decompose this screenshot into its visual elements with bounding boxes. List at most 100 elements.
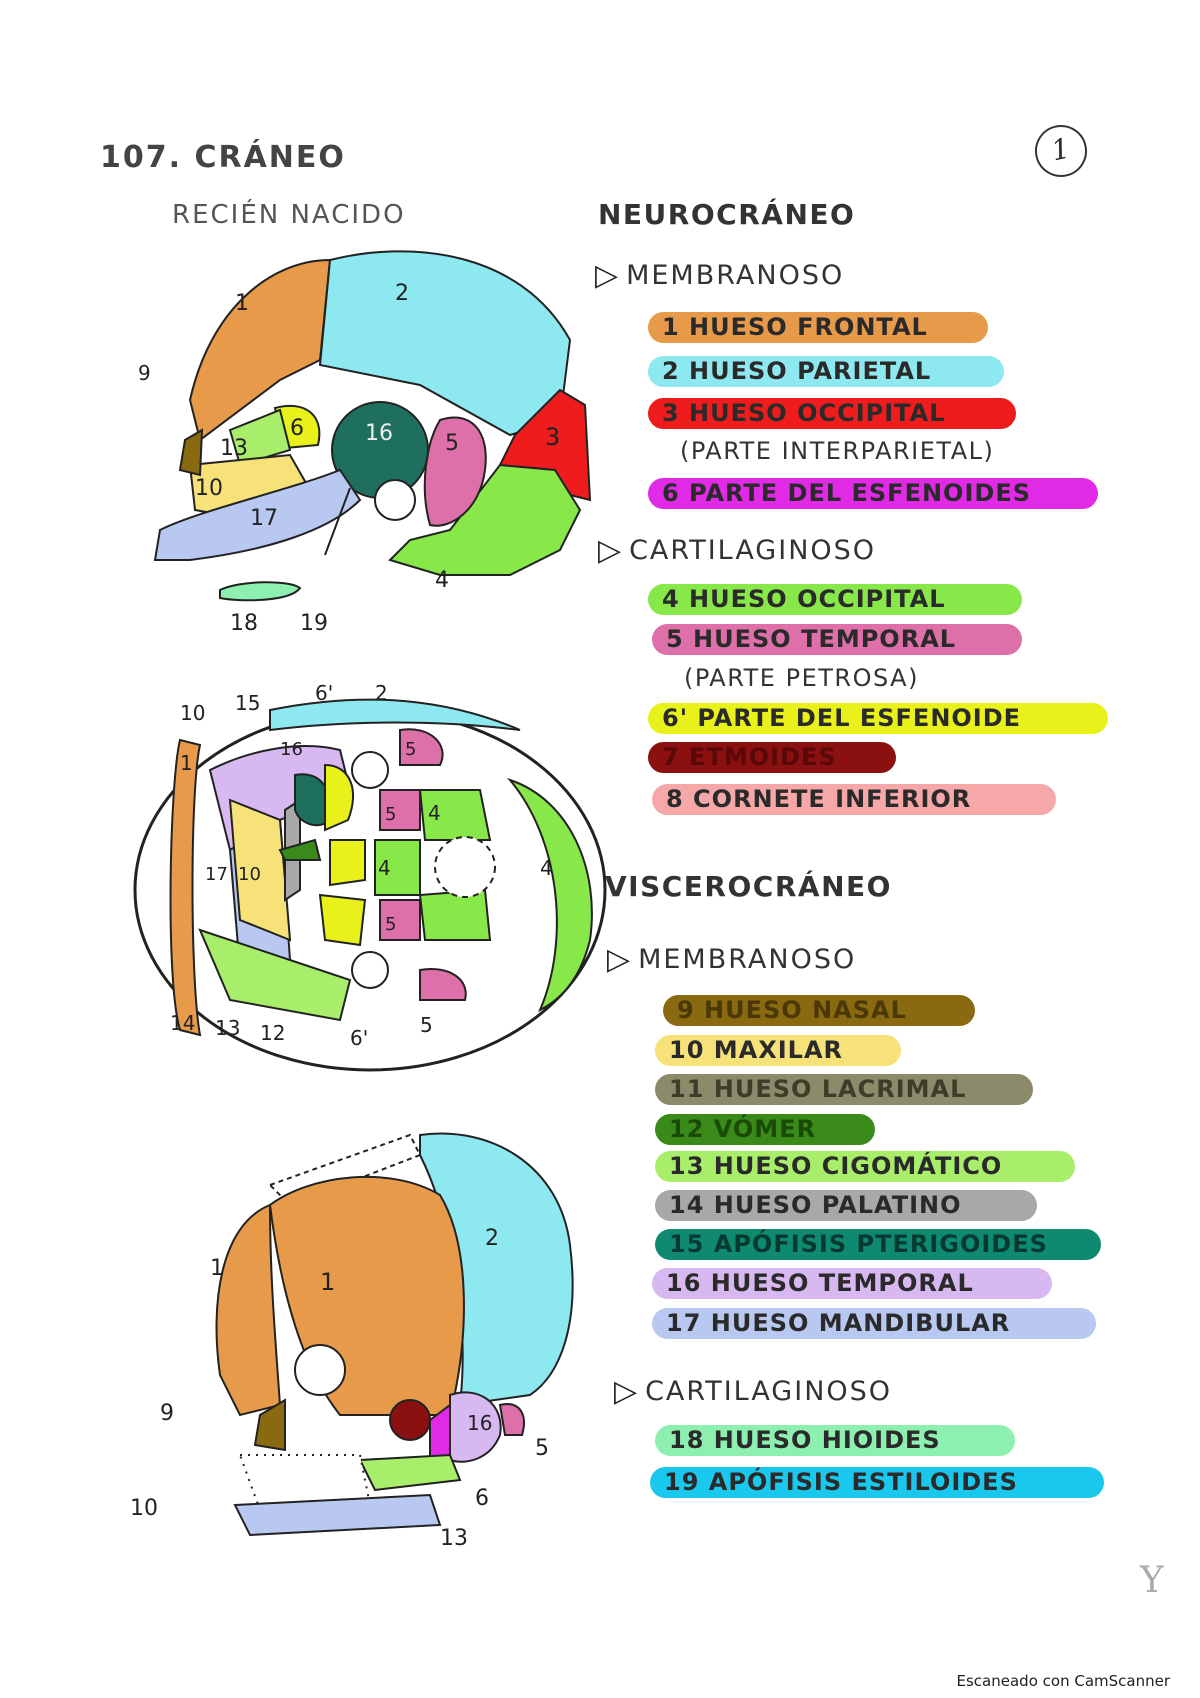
page-number: 1	[1030, 120, 1092, 182]
legend-item-13: 13 HUESO CIGOMÁTICO	[655, 1151, 1075, 1182]
inferior-label-17: 17	[205, 864, 228, 885]
legend-item-19: 19 APÓFISIS ESTILOIDES	[650, 1467, 1104, 1498]
lateral-label-4: 4	[435, 568, 449, 593]
lateral-label-2: 2	[395, 281, 409, 306]
frontal-label-13: 13	[440, 1526, 468, 1551]
inferior-label-14: 14	[170, 1011, 195, 1035]
temporal-petrous-mid	[379, 789, 421, 831]
frontal-label-1a: 1	[210, 1256, 224, 1281]
frontal-label-2: 2	[485, 1226, 499, 1251]
legend-item-6: 6 PARTE DEL ESFENOIDES	[648, 478, 1098, 509]
lateral-label-16: 16	[365, 421, 393, 446]
zygomatic-bone	[358, 1453, 462, 1492]
inferior-label-5a: 5	[405, 739, 416, 760]
skull-lateral-view: 1 2 3 4 5 6 9 10 13 16 17 18 19	[138, 250, 592, 636]
inferior-label-1: 1	[180, 751, 193, 775]
inferior-label-5c: 5	[385, 914, 396, 935]
legend-note-petrosa: (PARTE PETROSA)	[684, 664, 919, 692]
lateral-label-1: 1	[235, 291, 249, 316]
legend-item-15: 15 APÓFISIS PTERIGOIDES	[655, 1229, 1101, 1260]
lateral-label-5: 5	[445, 431, 459, 456]
zygomatic-bone	[198, 928, 352, 1022]
frontal-label-1b: 1	[320, 1268, 335, 1296]
visc-membranoso-heading: ▷ MEMBRANOSO	[607, 942, 856, 977]
inferior-label-10-mid: 10	[238, 864, 261, 885]
legend-item-12: 12 VÓMER	[655, 1114, 875, 1145]
temporal-squama	[449, 1391, 502, 1463]
foramen-upper	[351, 751, 389, 789]
legend-item-1: 1 HUESO FRONTAL	[648, 312, 988, 343]
sphenoid-body	[324, 763, 355, 832]
triangle-right-icon: ▷	[598, 533, 624, 568]
frontal-label-5: 5	[535, 1436, 549, 1461]
occipital-lateral-upper	[418, 789, 492, 841]
inferior-label-4a: 4	[428, 801, 441, 825]
legend-item-2: 2 HUESO PARIETAL	[648, 356, 1004, 387]
temporal-petrous-upper	[399, 728, 444, 766]
sphenoid-lesser	[329, 839, 366, 887]
ethmoid-bone	[389, 1399, 431, 1441]
legend-item-5: 5 HUESO TEMPORAL	[652, 624, 1022, 655]
inferior-label-4c: 4	[540, 856, 553, 880]
frontal-label-10: 10	[130, 1496, 158, 1521]
neurocraneo-heading: NEUROCRÁNEO	[598, 198, 856, 231]
inferior-label-10-top: 10	[180, 701, 205, 725]
frontal-bone	[188, 258, 332, 442]
visc-cartilaginoso-heading: ▷ CARTILAGINOSO	[614, 1374, 892, 1409]
neuro-cartilaginoso-heading: ▷ CARTILAGINOSO	[598, 533, 876, 568]
occipital-lateral-lower	[418, 888, 492, 941]
orbit-left	[294, 1344, 346, 1396]
mandible	[233, 1493, 442, 1537]
mandible	[153, 468, 362, 561]
inferior-label-4b: 4	[378, 856, 391, 880]
viscerocraneo-heading: VISCEROCRÁNEO	[605, 870, 892, 903]
legend-item-18: 18 HUESO HIOIDES	[655, 1425, 1015, 1456]
legend-item-10: 10 MAXILAR	[655, 1035, 901, 1066]
legend-item-3: 3 HUESO OCCIPITAL	[648, 398, 1016, 429]
visc-membranoso-label: MEMBRANOSO	[638, 944, 857, 975]
hyoid-bone	[219, 581, 302, 602]
frontal-label-9: 9	[160, 1401, 174, 1426]
occipital-squama	[506, 777, 593, 1013]
temporal-petrous-bottom	[419, 968, 467, 1001]
frontal-label-6: 6	[475, 1486, 489, 1511]
zygomatic-bone	[228, 408, 292, 467]
lateral-label-6: 6	[290, 416, 304, 441]
lateral-label-17: 17	[250, 506, 278, 531]
triangle-right-icon: ▷	[595, 258, 621, 293]
frontal-label-16: 16	[467, 1411, 492, 1435]
legend-item-17: 17 HUESO MANDIBULAR	[652, 1308, 1096, 1339]
page-subtitle: RECIÉN NACIDO	[172, 200, 406, 230]
legend-item-11: 11 HUESO LACRIMAL	[655, 1074, 1033, 1105]
lateral-label-10: 10	[195, 476, 223, 501]
lateral-label-13: 13	[220, 436, 248, 461]
corner-mark: Y	[1140, 1560, 1164, 1601]
maxilla	[228, 798, 292, 942]
foramen-magnum	[434, 836, 496, 898]
skull-anterolateral-view: 1 1 2 5 6 9 10 13 16	[130, 1132, 574, 1551]
inferior-label-6prime-bottom: 6'	[350, 1026, 368, 1050]
lateral-label-3: 3	[545, 423, 560, 451]
legend-item-9: 9 HUESO NASAL	[663, 995, 975, 1026]
inferior-label-5d: 5	[420, 1013, 433, 1037]
foramen-lower	[351, 951, 389, 989]
styloid-process	[324, 487, 351, 556]
lateral-label-18: 18	[230, 611, 258, 636]
legend-item-4: 4 HUESO OCCIPITAL	[648, 584, 1022, 615]
lateral-label-9: 9	[138, 361, 151, 385]
legend-item-14: 14 HUESO PALATINO	[655, 1190, 1037, 1221]
temporal-petrous-low	[379, 899, 421, 941]
parietal-bone	[269, 698, 521, 732]
inferior-label-6prime-top: 6'	[315, 681, 333, 705]
lateral-label-19: 19	[300, 611, 328, 636]
page-title: 107. CRÁNEO	[100, 140, 346, 175]
frontal-bone	[169, 738, 202, 1037]
inferior-label-12: 12	[260, 1021, 285, 1045]
legend-item-7: 7 ETMOIDES	[648, 742, 896, 773]
legend-item-16: 16 HUESO TEMPORAL	[652, 1268, 1052, 1299]
neuro-cartilaginoso-label: CARTILAGINOSO	[629, 535, 877, 566]
vomer	[278, 838, 322, 861]
sphenoid-pterygoid	[318, 893, 367, 947]
temporal-petrous	[498, 1403, 525, 1436]
nasal-bone	[178, 428, 204, 477]
